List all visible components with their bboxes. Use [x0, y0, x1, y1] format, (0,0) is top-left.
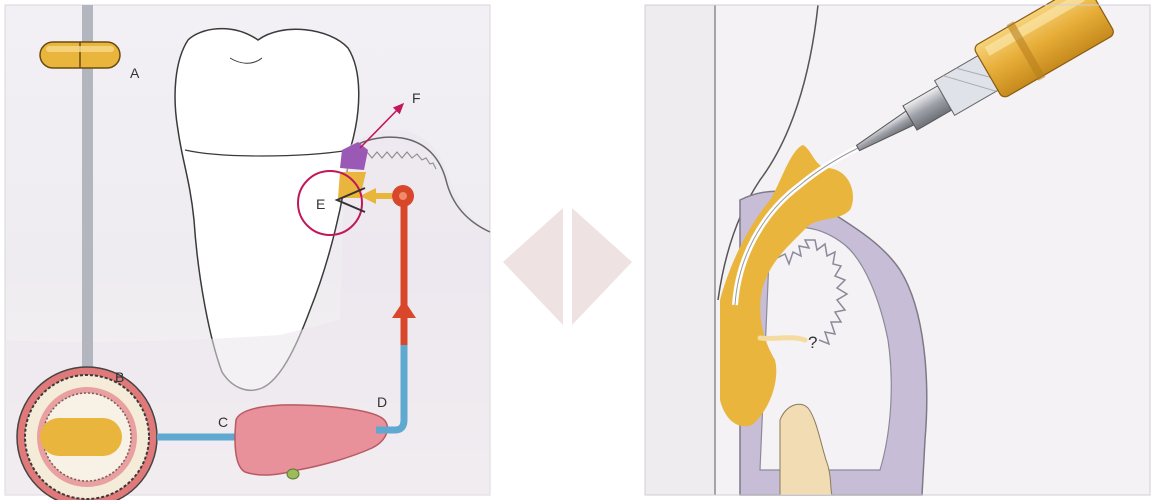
- label-question: ?: [808, 333, 817, 352]
- label-e: E: [316, 196, 325, 212]
- double-arrow-right-icon: [572, 208, 632, 325]
- drug-diffusion-stream: [760, 338, 805, 340]
- comparison-divider: [503, 205, 632, 328]
- label-a: A: [130, 65, 140, 81]
- label-b: B: [115, 369, 124, 385]
- double-arrow-left-icon: [503, 208, 563, 325]
- systemic-pathway-panel: A B C D E F: [5, 5, 490, 500]
- label-f: F: [412, 90, 421, 106]
- gallbladder: [287, 469, 299, 479]
- intestine-cross-section: [17, 367, 157, 500]
- label-d: D: [377, 394, 387, 410]
- local-delivery-panel: ?: [645, 0, 1150, 495]
- capsule-icon: [40, 42, 120, 68]
- label-c: C: [218, 414, 228, 430]
- tooth-wall-strip: [645, 5, 715, 495]
